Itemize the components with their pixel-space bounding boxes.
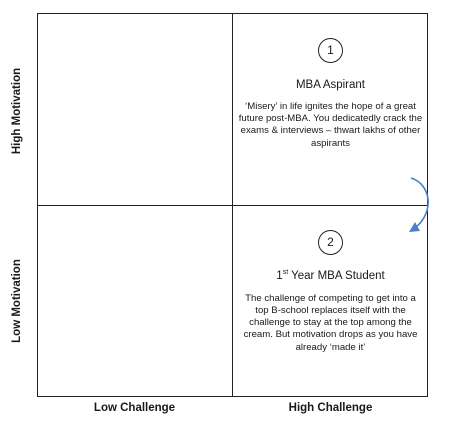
- quadrant-title: 1st Year MBA Student: [233, 269, 428, 282]
- quadrant-high-challenge-high-motivation: 1 MBA Aspirant ‘Misery’ in life ignites …: [233, 14, 428, 205]
- x-axis-label-high: High Challenge: [288, 402, 373, 414]
- quadrant-number-badge: 2: [318, 230, 343, 255]
- quadrant-high-challenge-low-motivation: 2 1st Year MBA Student The challenge of …: [233, 206, 428, 397]
- quadrant-title: MBA Aspirant: [295, 79, 366, 91]
- title-ordinal-number: 1: [276, 269, 283, 282]
- horizontal-divider: [37, 205, 428, 206]
- y-axis-label-high: High Motivation: [11, 67, 23, 155]
- y-axis-label-low: Low Motivation: [11, 259, 23, 343]
- quadrant-description: The challenge of competing to get into a…: [243, 292, 418, 353]
- title-ordinal-suffix: st: [282, 269, 289, 276]
- quadrant-description: ‘Misery’ in life ignites the hope of a g…: [238, 101, 423, 149]
- x-axis-label-low: Low Challenge: [93, 402, 176, 414]
- quadrant-number-badge: 1: [318, 38, 343, 63]
- title-text: Year MBA Student: [288, 269, 385, 282]
- curved-arrow-icon: [409, 177, 429, 232]
